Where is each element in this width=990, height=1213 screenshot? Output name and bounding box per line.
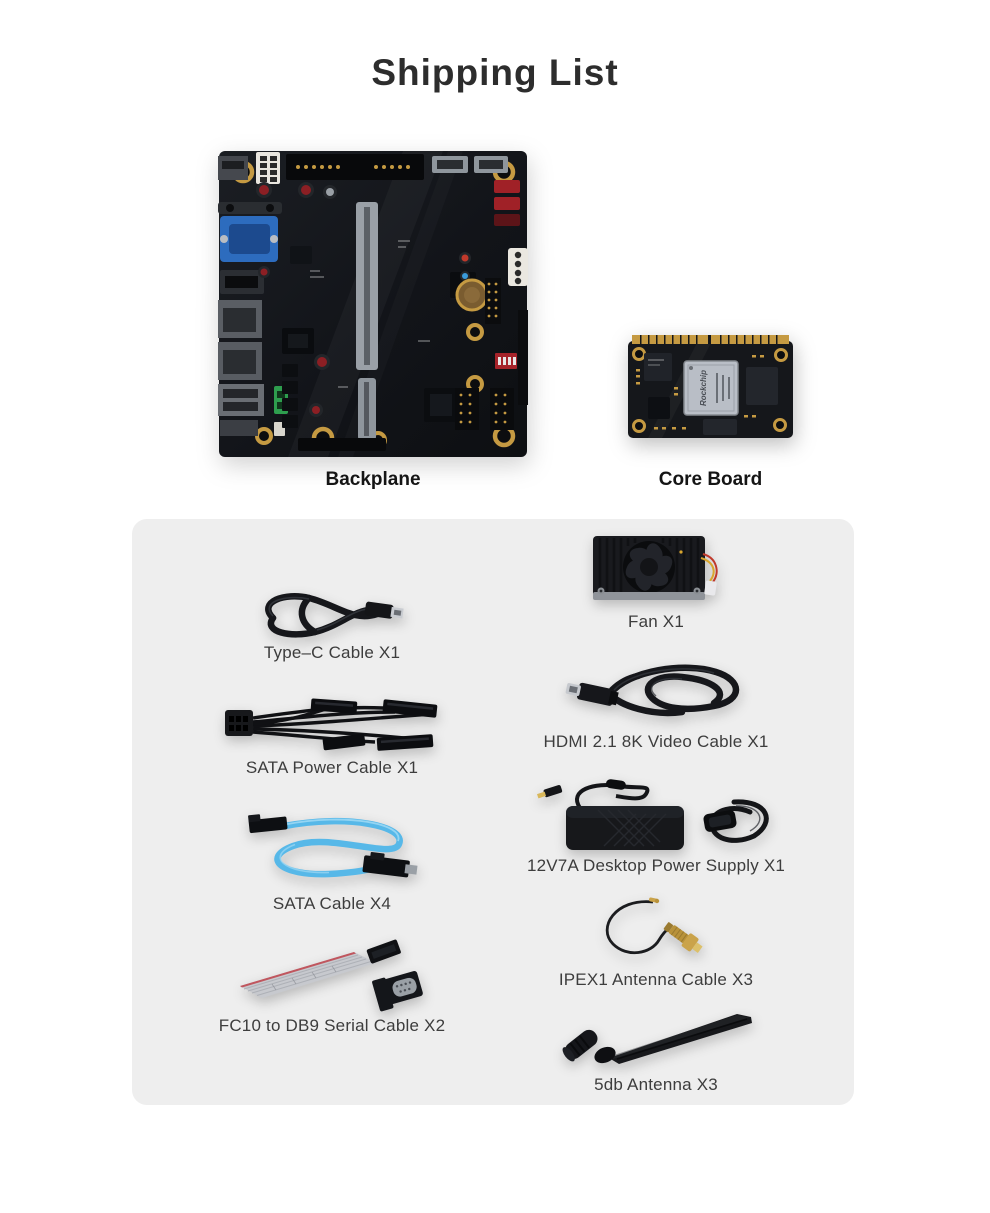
antenna-item: 5db Antenna X3 (516, 1008, 796, 1095)
page-title: Shipping List (371, 52, 619, 93)
ipex-cable-image (605, 897, 703, 954)
fc10-db9-item: FC10 to DB9 Serial Cable X2 (202, 936, 462, 1036)
usb-stack (218, 384, 264, 416)
ac-cord (703, 799, 769, 843)
dc-cable (575, 783, 650, 810)
pin-header-1 (485, 278, 501, 324)
typec-cable-label: Type–C Cable X1 (263, 643, 401, 662)
usb-plug (364, 601, 404, 619)
sata-plug-1 (248, 814, 288, 834)
core-board-label: Core Board (658, 469, 763, 490)
molex-plug (224, 710, 253, 736)
psu-item: 12V7A Desktop Power Supply X1 (516, 778, 796, 876)
psu-texture (597, 809, 667, 847)
typec-cable-item: Type–C Cable X1 (202, 588, 462, 663)
backplane-label: Backplane (325, 469, 421, 490)
capacitors (256, 182, 471, 417)
vga-bracket (218, 202, 282, 214)
silkscreen-marks (310, 240, 430, 388)
hdmi-plug (565, 682, 619, 706)
fc10-idc-connector (366, 939, 401, 964)
sata-port-2 (494, 197, 520, 210)
soc-chip-brand-text: Rockchip (699, 370, 708, 406)
heatsink-base (593, 592, 705, 600)
pin-header-2 (455, 388, 479, 430)
antenna-image (562, 1014, 752, 1064)
dc-barrel-plug (537, 785, 563, 799)
emmc-chip (746, 367, 778, 405)
core-mounting-holes (632, 347, 788, 433)
coax-cable (605, 900, 671, 954)
sata-power-cable-label: SATA Power Cable X1 (245, 758, 419, 777)
antenna-base (562, 1029, 598, 1062)
sata-cable-image (248, 814, 418, 878)
sma-connector (663, 922, 703, 953)
ipex-cable-item: IPEX1 Antenna Cable X3 (516, 894, 796, 990)
memory-chip (644, 353, 672, 381)
card-reader (220, 420, 258, 436)
pin-header-3 (490, 388, 514, 430)
ipex-connector (648, 897, 660, 904)
sata-port-1 (494, 180, 520, 193)
core-board-image: Rockchip (628, 335, 793, 438)
psu-label: 12V7A Desktop Power Supply X1 (526, 856, 786, 875)
sata-power-cable-item: SATA Power Cable X1 (202, 696, 462, 778)
fan-image (593, 536, 718, 600)
core-board-photo: Rockchip (628, 335, 793, 440)
flash-chip (703, 419, 737, 435)
fan-label: Fan X1 (627, 612, 684, 631)
ic-chip-2 (290, 246, 312, 264)
edge-header-strip (518, 310, 528, 405)
sata-plug-2 (362, 852, 418, 878)
soc-chip (683, 360, 739, 416)
mosfet-column (282, 364, 298, 428)
ferrite-bead (605, 779, 626, 790)
pcie-slot-bottom (298, 438, 386, 451)
sata-power-cable-image (224, 698, 437, 751)
hdmi-cable-image (565, 664, 739, 717)
backplane-board-image (218, 151, 528, 457)
psu-image (537, 779, 769, 850)
fan-wire-yellow (700, 557, 715, 582)
smd-components (636, 355, 764, 430)
sata-cable-item: SATA Cable X4 (202, 810, 462, 914)
antenna-hinge (594, 1046, 616, 1064)
fan-wire-red (702, 553, 718, 583)
ipex-cable-label: IPEX1 Antenna Cable X3 (558, 970, 754, 989)
fc10-db9-image (240, 939, 423, 1012)
hdmi-cable-label: HDMI 2.1 8K Video Cable X1 (543, 732, 769, 751)
dimm-slot-top (286, 154, 424, 180)
fan-connector (704, 580, 717, 596)
fan-item: Fan X1 (516, 534, 796, 632)
hdmi-cable-item: HDMI 2.1 8K Video Cable X1 (516, 660, 796, 752)
sata-cable-label: SATA Cable X4 (272, 894, 392, 913)
antenna-label: 5db Antenna X3 (594, 1075, 718, 1094)
fc10-db9-label: FC10 to DB9 Serial Cable X2 (218, 1016, 446, 1035)
db9-connector (372, 971, 423, 1012)
slot-gold-pins (296, 165, 410, 169)
typec-cable-image (264, 593, 404, 638)
backplane-photo (218, 150, 528, 458)
pmic-chip (648, 397, 670, 419)
sata-port-3 (494, 214, 520, 226)
